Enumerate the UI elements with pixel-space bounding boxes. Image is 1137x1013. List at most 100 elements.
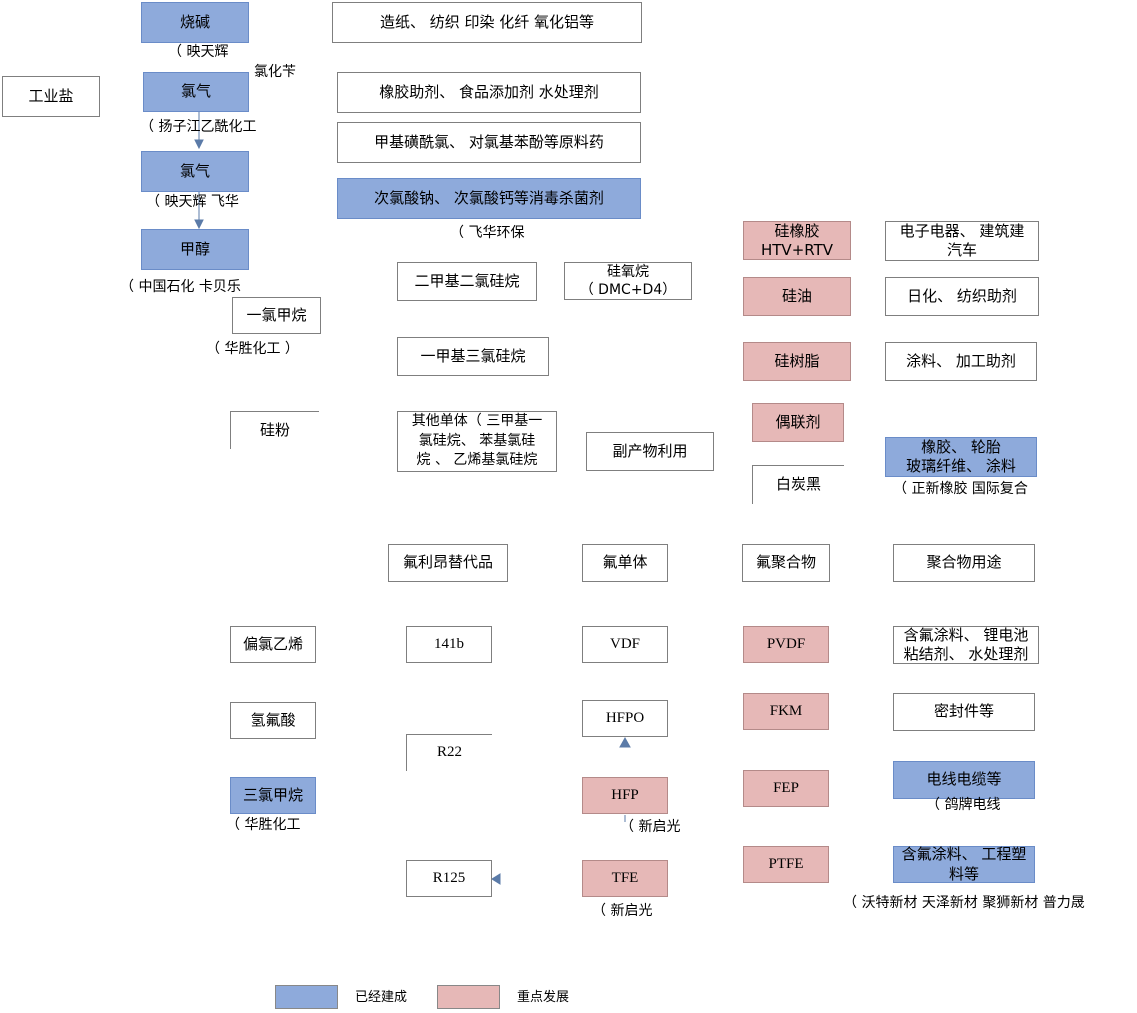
- use-daily-chem-label: 日化、 纺织助剂: [907, 286, 1017, 305]
- hydrofluoric-acid-box: 氢氟酸: [230, 702, 316, 739]
- silicone-resin-box: 硅树脂: [743, 342, 851, 381]
- chlorine-box-1: 氯气: [143, 72, 249, 112]
- coupling-agent-box: 偶联剂: [752, 403, 844, 442]
- product-pharma-label: 甲基磺酰氯、 对氯基苯酚等原料药: [374, 132, 604, 151]
- chloroform-note: （ 华胜化工: [226, 817, 301, 833]
- benzyl-chloride-label: 氯化苄: [254, 64, 296, 80]
- fep-label: FEP: [773, 779, 799, 796]
- r22-label: R22: [436, 744, 462, 761]
- use-coating-box: 涂料、 加工助剂: [885, 342, 1037, 381]
- r125-box: R125: [406, 860, 492, 897]
- r141b-box: 141b: [406, 626, 492, 663]
- industrial-salt-label: 工业盐: [28, 86, 74, 105]
- arrowhead-methanol: [194, 219, 204, 230]
- methyl-chloride-note: （ 华胜化工 ）: [206, 341, 299, 357]
- byproduct-label: 副产物利用: [612, 441, 688, 460]
- use-electronics-box: 电子电器、 建筑建 汽车: [885, 221, 1039, 261]
- vinylidene-chloride-label: 偏氯乙烯: [242, 634, 303, 653]
- tfe-label: TFE: [611, 869, 639, 886]
- header-freon-alternatives: 氟利昂替代品: [388, 544, 508, 582]
- vinylidene-chloride-box: 偏氯乙烯: [230, 626, 316, 663]
- legend-focus-label: 重点发展: [517, 990, 570, 1005]
- header-polymer-use: 聚合物用途: [893, 544, 1035, 582]
- tfe-box: TFE: [582, 860, 668, 897]
- product-disinfectant-note: （ 飞华环保: [450, 225, 525, 241]
- vdf-label: VDF: [609, 635, 640, 652]
- siloxane-box: 硅氧烷 （ DMC+D4）: [564, 262, 692, 300]
- header-fluoropolymer: 氟聚合物: [742, 544, 830, 582]
- use-fkm-box: 密封件等: [893, 693, 1035, 731]
- methyl-chloride-label: 一氯甲烷: [246, 305, 307, 324]
- use-fep-note: （ 鸽牌电线: [926, 797, 1001, 813]
- silicon-powder-label: 硅粉: [259, 420, 290, 439]
- white-carbon-box: 白炭黑: [752, 465, 844, 504]
- methanol-label: 甲醇: [179, 239, 210, 258]
- methanol-note: （ 中国石化 卡贝乐: [120, 279, 241, 295]
- silicone-rubber-label: 硅橡胶 HTV+RTV: [760, 221, 834, 259]
- other-monomers-box: 其他单体（ 三甲基一 氯硅烷、 苯基氯硅 烷 、 乙烯基氯硅烷: [397, 411, 557, 472]
- legend-focus-swatch: [437, 985, 500, 1009]
- hfp-box: HFP: [582, 777, 668, 814]
- hfp-note: （ 新启光: [620, 819, 681, 835]
- chloroform-box: 三氯甲烷: [230, 777, 316, 814]
- use-electronics-label: 电子电器、 建筑建 汽车: [899, 221, 1025, 260]
- use-ptfe-box: 含氟涂料、 工程塑 料等: [893, 845, 1035, 883]
- caustic-soda-note: （ 映天辉: [168, 44, 229, 60]
- silicon-powder-box: 硅粉: [230, 411, 319, 449]
- fep-box: FEP: [743, 770, 829, 807]
- use-fkm-label: 密封件等: [933, 702, 994, 721]
- product-pharma-box: 甲基磺酰氯、 对氯基苯酚等原料药: [337, 122, 641, 163]
- arrowhead-chlorine: [194, 139, 204, 150]
- r125-label: R125: [432, 869, 466, 886]
- header-polymer-use-label: 聚合物用途: [926, 553, 1002, 572]
- hfpo-box: HFPO: [582, 700, 668, 737]
- hfp-label: HFP: [611, 786, 639, 803]
- methyltrichlorosilane-box: 一甲基三氯硅烷: [397, 337, 549, 376]
- vdf-box: VDF: [582, 626, 668, 663]
- header-fluoropolymer-label: 氟聚合物: [755, 553, 816, 572]
- fkm-box: FKM: [743, 693, 829, 730]
- silicone-oil-box: 硅油: [743, 277, 851, 316]
- fkm-label: FKM: [769, 702, 803, 719]
- header-fluoro-monomer: 氟单体: [582, 544, 668, 582]
- chlorine-label-1: 氯气: [180, 82, 211, 101]
- product-disinfectant-label: 次氯酸钠、 次氯酸钙等消毒杀菌剂: [374, 188, 604, 207]
- chlorine-box-2: 氯气: [141, 151, 249, 192]
- use-fep-label: 电线电缆等: [926, 770, 1002, 789]
- legend-built-swatch: [275, 985, 338, 1009]
- chloroform-label: 三氯甲烷: [242, 785, 303, 804]
- industrial-salt-box: 工业盐: [2, 76, 100, 117]
- caustic-soda-label: 烧碱: [179, 12, 210, 31]
- chlorine-note-2: （ 映天辉 飞华: [146, 194, 239, 210]
- product-disinfectant-box: 次氯酸钠、 次氯酸钙等消毒杀菌剂: [337, 178, 641, 219]
- arrowhead-hfp-to-hfpo: [619, 736, 631, 748]
- r141b-label: 141b: [434, 635, 464, 652]
- use-tire-label: 橡胶、 轮胎 玻璃纤维、 涂料: [906, 437, 1016, 476]
- dimethyl-dichlorosilane-box: 二甲基二氯硅烷: [397, 262, 537, 301]
- other-monomers-label: 其他单体（ 三甲基一 氯硅烷、 苯基氯硅 烷 、 乙烯基氯硅烷: [411, 413, 543, 469]
- byproduct-box: 副产物利用: [586, 432, 714, 471]
- use-ptfe-note: （ 沃特新材 天泽新材 聚狮新材 普力晟: [843, 895, 1085, 911]
- methyl-chloride-box: 一氯甲烷: [232, 297, 321, 334]
- arrowhead-tfe-to-r125: [491, 873, 501, 885]
- white-carbon-label: 白炭黑: [775, 475, 821, 494]
- header-fluoro-monomer-label: 氟单体: [602, 553, 648, 572]
- methanol-box: 甲醇: [141, 229, 249, 270]
- chlorine-note-1: （ 扬子江乙酰化工: [140, 119, 257, 135]
- siloxane-label: 硅氧烷 （ DMC+D4）: [579, 263, 677, 298]
- coupling-agent-label: 偶联剂: [775, 412, 821, 431]
- pvdf-box: PVDF: [743, 626, 829, 663]
- product-paper-label: 造纸、 纺织 印染 化纤 氧化铝等: [379, 12, 595, 31]
- tfe-note: （ 新启光: [592, 903, 653, 919]
- caustic-soda-box: 烧碱: [141, 2, 249, 43]
- product-rubber-aux-label: 橡胶助剂、 食品添加剂 水处理剂: [379, 82, 599, 101]
- dimethyl-dichlorosilane-label: 二甲基二氯硅烷: [414, 271, 520, 290]
- hfpo-label: HFPO: [605, 709, 645, 726]
- chlorine-label-2: 氯气: [179, 161, 210, 180]
- header-freon-alternatives-label: 氟利昂替代品: [402, 553, 493, 572]
- silicone-rubber-box: 硅橡胶 HTV+RTV: [743, 221, 851, 260]
- silicone-resin-label: 硅树脂: [774, 351, 820, 370]
- use-coating-label: 涂料、 加工助剂: [906, 351, 1016, 370]
- hydrofluoric-acid-label: 氢氟酸: [250, 710, 296, 729]
